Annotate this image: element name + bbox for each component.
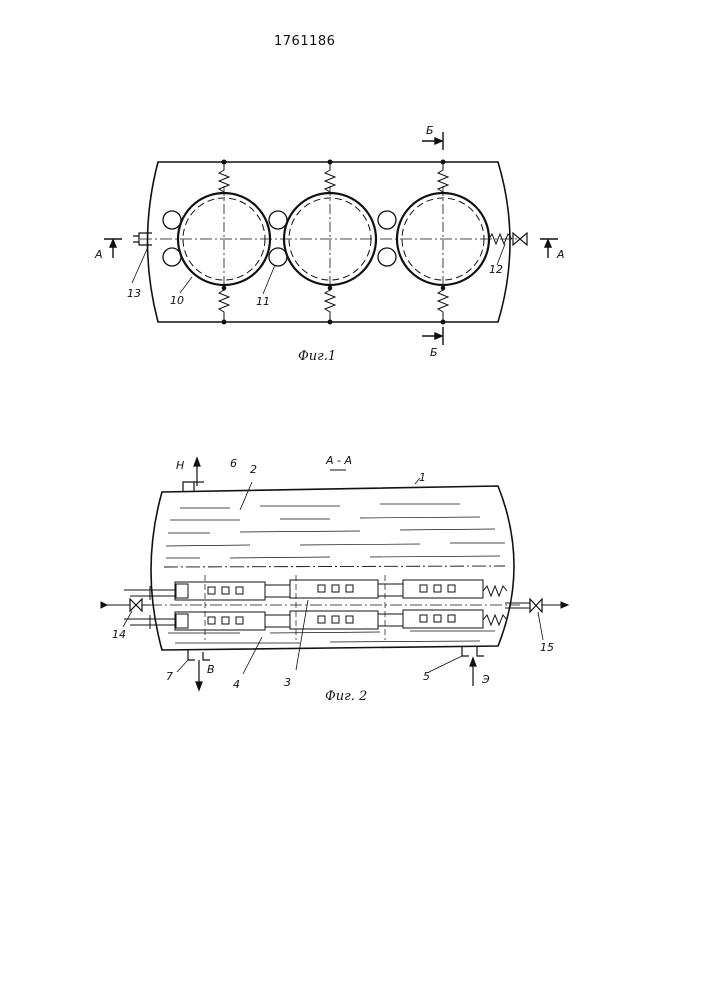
section-label-a-left: А bbox=[94, 248, 103, 261]
callout-4: 4 bbox=[233, 678, 240, 691]
section-title-a-a: А - А bbox=[325, 454, 352, 467]
figure-2-caption: Фиг. 2 bbox=[325, 689, 367, 704]
figure-1: А А Б Б 13 10 11 12 Фиг.1 bbox=[94, 124, 565, 364]
top-outlet-nozzle bbox=[183, 458, 204, 492]
callout-2: 2 bbox=[250, 463, 257, 476]
figure-2: А - А 1 2 3 4 5 6 7 14 15 Н В Э Фиг. 2 bbox=[101, 454, 568, 704]
leader-lines-fig2 bbox=[123, 478, 543, 674]
housing-outline bbox=[148, 162, 511, 322]
callout-6: 6 bbox=[230, 457, 237, 470]
figure-1-caption: Фиг.1 bbox=[298, 349, 336, 364]
callout-11: 11 bbox=[256, 295, 270, 308]
tank-outline bbox=[151, 486, 514, 650]
callout-15: 15 bbox=[540, 641, 554, 654]
callout-7: 7 bbox=[166, 670, 173, 683]
flow-label-n: Н bbox=[176, 459, 184, 472]
callout-14: 14 bbox=[112, 628, 126, 641]
callout-13: 13 bbox=[127, 287, 141, 300]
section-label-a-right: А bbox=[556, 248, 565, 261]
callout-12: 12 bbox=[489, 263, 503, 276]
section-b-markers bbox=[422, 132, 443, 345]
section-label-b-bottom: Б bbox=[430, 346, 438, 359]
small-tubes bbox=[163, 211, 396, 266]
flow-label-e: Э bbox=[481, 673, 490, 686]
section-label-b-top: Б bbox=[426, 124, 434, 137]
callout-3: 3 bbox=[284, 676, 291, 689]
flow-label-v: В bbox=[207, 663, 215, 676]
inlet-piping bbox=[101, 586, 175, 629]
callout-1: 1 bbox=[419, 471, 426, 484]
liquid-level-line bbox=[164, 566, 505, 567]
outlet-piping bbox=[505, 599, 568, 612]
callout-5: 5 bbox=[423, 670, 430, 683]
callout-10: 10 bbox=[170, 294, 184, 307]
